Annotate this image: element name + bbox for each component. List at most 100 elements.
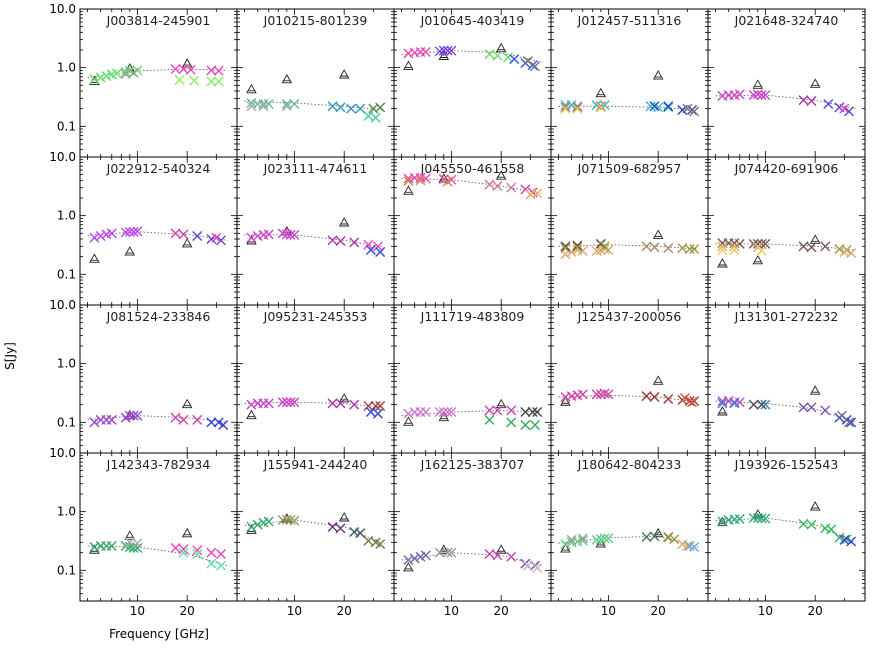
cross-marker [522, 560, 533, 571]
cross-marker [684, 244, 695, 255]
cross-marker [641, 391, 652, 402]
cross-marker [132, 410, 143, 421]
x-tick-label: 10 [287, 604, 302, 618]
cross-marker [484, 548, 495, 559]
cross-marker [403, 408, 414, 419]
cross-marker [595, 389, 606, 400]
cross-marker [349, 527, 360, 538]
cross-marker [132, 543, 143, 554]
cross-marker [492, 50, 503, 61]
cross-marker [532, 188, 543, 199]
panel-title: J111719-483809 [420, 309, 525, 324]
cross-marker [798, 402, 809, 413]
cross-marker [375, 102, 386, 113]
cross-marker [484, 405, 495, 416]
triangle-marker [752, 254, 764, 265]
cross-marker [206, 547, 217, 558]
cross-marker [372, 241, 383, 252]
cross-marker [532, 562, 543, 573]
triangle-marker [124, 246, 136, 256]
cross-marker [729, 244, 740, 255]
cross-marker [843, 106, 854, 117]
cross-marker [170, 228, 181, 239]
y-tick-label: 10.0 [49, 150, 76, 164]
y-tick-label: 1.0 [57, 61, 76, 75]
panel-title: J131301-272232 [734, 309, 839, 324]
cross-marker [663, 101, 674, 112]
panel-title: J022912-540324 [106, 161, 211, 176]
cross-marker [649, 392, 660, 403]
cross-marker [434, 547, 445, 558]
panel-title: J193926-152543 [734, 457, 839, 472]
cross-marker [591, 534, 602, 545]
triangle-marker [595, 538, 607, 548]
model-curve [244, 519, 385, 545]
cross-marker [843, 417, 854, 428]
cross-marker [128, 67, 139, 78]
cross-marker [327, 521, 338, 532]
triangle-marker [595, 87, 607, 98]
x-tick-label: 10 [444, 604, 459, 618]
y-tick-label: 1.0 [57, 357, 76, 371]
cross-marker [89, 232, 100, 243]
cross-marker [603, 389, 614, 400]
x-tick-label: 20 [494, 604, 509, 618]
panel: J074420-691906 [707, 156, 866, 306]
panel-title: J045550-461558 [420, 161, 525, 176]
cross-marker [649, 101, 660, 112]
cross-marker [599, 241, 610, 252]
cross-marker [599, 388, 610, 399]
y-tick-label: 0.1 [57, 563, 76, 577]
triangle-marker [246, 83, 257, 94]
panel: J071509-682957 [550, 156, 709, 306]
cross-marker [263, 516, 274, 527]
panel: J021648-324740 [707, 8, 866, 158]
cross-marker [106, 228, 117, 239]
cross-marker [213, 417, 224, 428]
cross-marker [246, 101, 257, 112]
panel-title: J081524-233846 [106, 309, 211, 324]
y-tick-label: 1.0 [57, 209, 76, 223]
cross-marker [174, 74, 185, 85]
cross-marker [442, 45, 453, 56]
y-tick-label: 1.0 [57, 505, 76, 519]
triangle-marker [338, 512, 350, 522]
panel-title: J010645-403419 [420, 13, 525, 28]
cross-marker [289, 99, 300, 110]
cross-marker [128, 226, 139, 237]
cross-marker [446, 547, 457, 558]
cross-marker [506, 417, 517, 428]
cross-marker [689, 396, 700, 407]
cross-marker [689, 541, 700, 552]
cross-marker [370, 112, 381, 123]
triangle-marker [717, 258, 728, 268]
cross-marker [213, 76, 224, 87]
cross-marker [403, 555, 414, 565]
cross-marker [520, 407, 531, 417]
cross-marker [258, 101, 269, 112]
cross-marker [120, 68, 131, 79]
cross-marker [111, 68, 122, 79]
cross-marker [285, 397, 296, 408]
panel-frame [707, 304, 866, 454]
panel-frame [550, 304, 709, 454]
triangle-marker [809, 385, 821, 395]
cross-marker [263, 99, 274, 110]
cross-marker [281, 101, 292, 112]
cross-marker [189, 75, 200, 86]
cross-marker [503, 52, 514, 63]
cross-marker [734, 513, 745, 524]
cross-marker [349, 237, 360, 248]
cross-marker [132, 538, 143, 549]
panel-frame [550, 8, 709, 158]
cross-marker [403, 175, 414, 186]
cross-marker [327, 235, 338, 246]
cross-marker [106, 414, 117, 425]
triangle-marker [181, 237, 193, 248]
cross-marker [756, 90, 767, 101]
cross-marker [527, 407, 538, 417]
cross-marker [560, 539, 571, 550]
